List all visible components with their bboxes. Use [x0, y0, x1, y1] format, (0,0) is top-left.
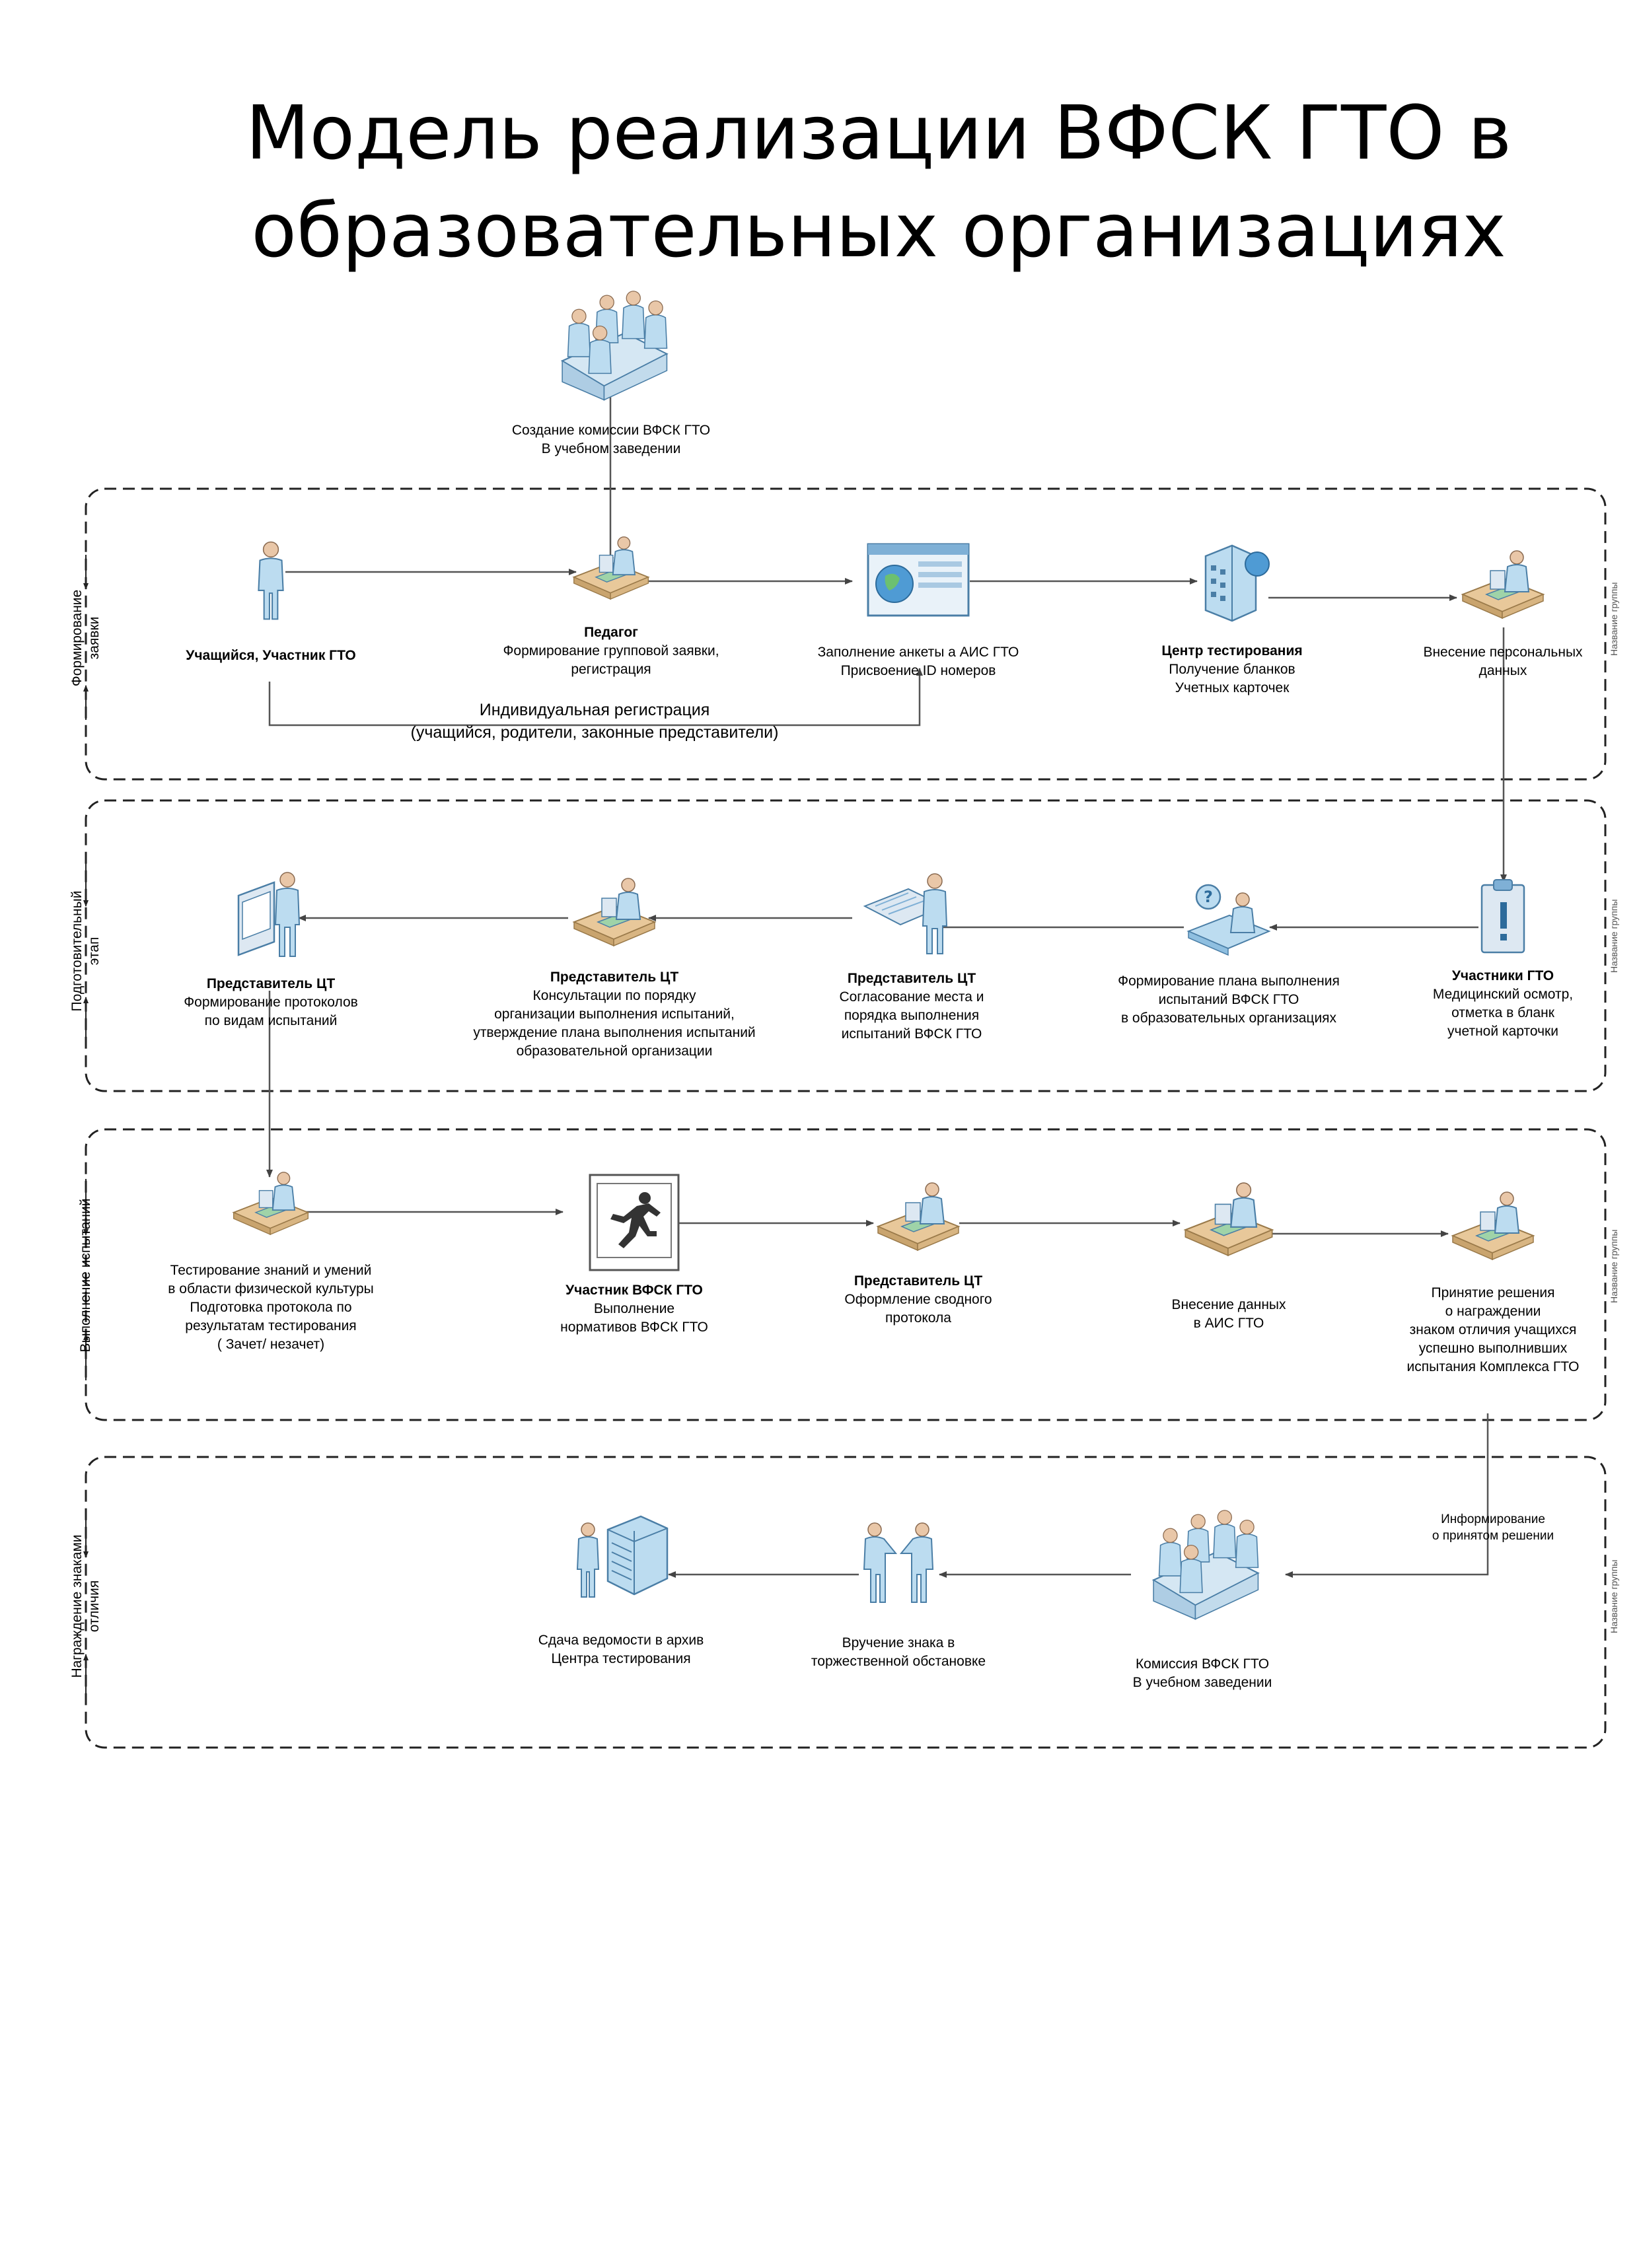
page-title: Модель реализации ВФСК ГТО в образовател…	[0, 85, 1639, 280]
person-at-desk-icon	[571, 869, 657, 955]
person-at-workstation-icon	[237, 872, 301, 957]
meeting-group-icon	[1140, 1503, 1265, 1622]
node-caption: Принятие решения о награждении знаком от…	[1406, 1285, 1580, 1374]
node-caption: Получение бланков Учетных карточек	[1169, 662, 1295, 695]
node-bold-caption: Учащийся, Участник ГТО	[186, 648, 356, 663]
node-bold-caption: Представитель ЦТ	[550, 970, 679, 985]
page-title-line-2: образовательных организациях	[251, 188, 1506, 274]
lane-label-preparation: Подготовительный этап	[69, 890, 102, 1012]
node-caption: Заполнение анкеты а АИС ГТО Присвоение I…	[817, 645, 1019, 678]
node-bold-caption: Участник ВФСК ГТО	[565, 1283, 703, 1298]
handshake-icon	[863, 1522, 934, 1603]
lane-label-application: Формирование заявки	[69, 589, 102, 687]
node-commission-creation: Создание комиссии ВФСК ГТО В учебном зав…	[476, 284, 747, 458]
lane-label-testing: Выполнение испытаний	[78, 1198, 93, 1353]
individual-registration-label: Индивидуальная регистрация (учащийся, ро…	[410, 701, 779, 742]
node-ais-entry: Внесение данных в АИС ГТО	[1110, 1180, 1348, 1333]
person-at-desk-icon	[1183, 1180, 1275, 1259]
help-desk-icon: ?	[1186, 884, 1271, 956]
lane-frame-awarding	[85, 1456, 1607, 1749]
page-title-line-1: Модель реализации ВФСК ГТО в	[245, 90, 1512, 176]
web-browser-icon	[867, 543, 970, 617]
node-ais-form: Заполнение анкеты а АИС ГТО Присвоение I…	[786, 542, 1050, 680]
node-caption: Вручение знака в торжественной обстановк…	[811, 1635, 986, 1669]
node-caption: Формирование плана выполнения испытаний …	[1118, 974, 1340, 1026]
node-caption: Консультации по порядку организации выпо…	[473, 988, 756, 1059]
node-bold-caption: Участники ГТО	[1451, 968, 1554, 983]
node-caption: Формирование протоколов по видам испытан…	[184, 995, 358, 1028]
node-bold-caption: Представитель ЦТ	[854, 1273, 983, 1289]
lane-frame-preparation	[85, 799, 1607, 1092]
person-icon	[250, 536, 291, 625]
node-caption: Медицинский осмотр, отметка в бланк учет…	[1432, 987, 1574, 1039]
lane-label-awarding: Награждение знаками отличия	[69, 1534, 102, 1678]
node-protocols: Представитель ЦТ Формирование протоколов…	[145, 869, 396, 1030]
person-with-plan-icon	[863, 873, 948, 954]
meeting-group-icon	[548, 284, 674, 403]
node-bold-caption: Педагог	[584, 625, 638, 640]
server-building-icon	[1204, 544, 1270, 622]
node-testing-center: Центр тестирования Получение бланков Уче…	[1116, 536, 1348, 697]
node-caption: Согласование места и порядка выполнения …	[839, 989, 984, 1042]
person-at-desk-icon	[1450, 1189, 1536, 1263]
connector-decision-to-commission	[1285, 1413, 1489, 1578]
node-plan-formation: ? Формирование плана выполнения испытани…	[1083, 882, 1374, 1028]
node-bold-caption: Представитель ЦТ	[206, 976, 336, 991]
node-caption: Тестирование знаний и умений в области ф…	[168, 1263, 374, 1352]
node-commission: Комиссия ВФСК ГТО В учебном заведении	[1083, 1503, 1321, 1692]
connector-individual-registration	[268, 668, 923, 726]
node-student: Учащийся, Участник ГТО	[165, 536, 377, 665]
person-at-desk-icon	[571, 534, 651, 602]
node-summary-protocol: Представитель ЦТ Оформление сводного про…	[793, 1180, 1044, 1328]
node-caption: Оформление сводного протокола	[844, 1292, 992, 1326]
node-caption: Сдача ведомости в архив Центра тестирова…	[538, 1633, 704, 1666]
node-award-decision: Принятие решения о награждении знаком от…	[1374, 1189, 1612, 1376]
person-at-desk-icon	[231, 1169, 310, 1238]
person-at-desk-icon	[1460, 548, 1546, 621]
node-bold-caption: Представитель ЦТ	[847, 971, 976, 986]
node-teacher: Педагог Формирование групповой заявки, р…	[476, 534, 747, 679]
person-at-desk-icon	[875, 1180, 961, 1254]
clipboard-alert-icon	[1480, 879, 1525, 954]
connectors	[266, 386, 1507, 1578]
archive-server-icon	[576, 1515, 669, 1598]
node-consultation: Представитель ЦТ Консультации по порядку…	[443, 869, 786, 1061]
node-caption: Внесение данных в АИС ГТО	[1171, 1297, 1286, 1331]
node-personal-data: Внесение персональных данных	[1394, 548, 1612, 680]
lane-frame-testing	[85, 1128, 1607, 1421]
node-archive: Сдача ведомости в архив Центра тестирова…	[489, 1512, 753, 1668]
lane-frame-application	[85, 487, 1607, 781]
node-caption: Комиссия ВФСК ГТО В учебном заведении	[1132, 1656, 1272, 1690]
node-caption: Выполнение нормативов ВФСК ГТО	[560, 1301, 708, 1335]
node-bold-caption: Центр тестирования	[1161, 643, 1303, 658]
node-agreement: Представитель ЦТ Согласование места и по…	[786, 869, 1037, 1044]
node-standards: Участник ВФСК ГТО Выполнение нормативов …	[502, 1173, 766, 1337]
svg-text:?: ?	[1204, 888, 1213, 906]
node-medical: Участники ГТО Медицинский осмотр, отметк…	[1394, 878, 1612, 1041]
running-man-icon	[589, 1174, 680, 1271]
node-knowledge-testing: Тестирование знаний и умений в области ф…	[145, 1169, 396, 1354]
inform-decision-label: Информирование о принятом решении	[1432, 1512, 1554, 1543]
node-award-ceremony: Вручение знака в торжественной обстановк…	[780, 1519, 1017, 1671]
node-caption: Создание комиссии ВФСК ГТО В учебном зав…	[511, 423, 711, 456]
node-caption: Формирование групповой заявки, регистрац…	[503, 643, 719, 677]
node-caption: Внесение персональных данных	[1423, 645, 1583, 678]
lane-side-label-awarding: Название группы	[1609, 1559, 1619, 1633]
